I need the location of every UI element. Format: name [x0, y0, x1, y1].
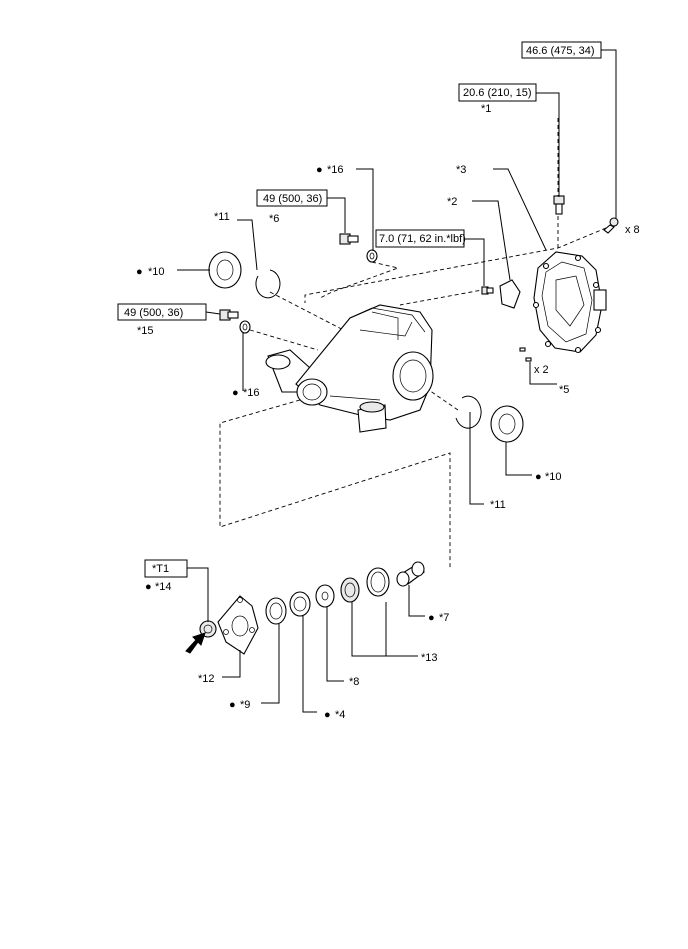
callout-labels: *1 x 8 *3 *2 ● *16 *6 *11 ● *10 *15 ● *1…	[136, 103, 640, 721]
bullet-marker: ●	[229, 699, 236, 711]
callout-label: *7	[439, 612, 449, 624]
callout-label: *13	[421, 652, 438, 664]
callout-label: *12	[198, 673, 215, 685]
torque-spec-box-1: 46.6 (475, 34)	[521, 41, 602, 59]
callout-label: *11	[214, 211, 230, 223]
torque-spec-text: 7.0 (71, 62 in.*lbf)	[379, 233, 466, 245]
torque-spec-box-2: 20.6 (210, 15)	[458, 83, 537, 102]
callout-label: *9	[240, 699, 250, 711]
torque-spec-text: 49 (500, 36)	[124, 307, 183, 319]
quantity-label: x 2	[534, 364, 549, 376]
gasket-plate	[499, 279, 521, 309]
callout-label: *16	[327, 164, 344, 176]
callout-label: *11	[490, 499, 506, 511]
bullet-marker: ●	[316, 164, 323, 176]
snap-rings	[255, 269, 482, 429]
callout-label: *15	[137, 325, 154, 337]
bullet-marker: ●	[136, 266, 143, 278]
torque-spec-box-3: 49 (500, 36)	[256, 189, 328, 207]
bullet-marker: ●	[535, 471, 542, 483]
bullet-marker: ●	[145, 581, 152, 593]
bullet-marker: ●	[428, 612, 435, 624]
callout-label: *1	[481, 103, 491, 115]
callout-label: *5	[559, 384, 569, 396]
bullet-marker: ●	[324, 709, 331, 721]
differential-carrier	[265, 304, 434, 433]
bullet-marker: ●	[232, 387, 239, 399]
callout-label: *10	[148, 266, 165, 278]
callout-label: *10	[545, 471, 562, 483]
callout-label: *6	[269, 213, 279, 225]
pinion-assembly	[185, 561, 425, 655]
carrier-cover	[532, 251, 607, 354]
torque-spec-text: 46.6 (475, 34)	[526, 45, 595, 57]
oil-seals	[208, 251, 524, 443]
callout-label: *16	[243, 387, 260, 399]
tool-box-t1: *T1	[144, 559, 188, 578]
torque-spec-box-4: 7.0 (71, 62 in.*lbf)	[375, 229, 466, 248]
callout-label: *4	[335, 709, 345, 721]
callout-label: *3	[456, 164, 466, 176]
callout-label: *2	[447, 196, 457, 208]
torque-spec-text: 20.6 (210, 15)	[463, 87, 532, 99]
callout-label: *T1	[152, 563, 169, 575]
bolts	[219, 195, 619, 362]
leader-lines	[177, 49, 617, 713]
torque-spec-text: 49 (500, 36)	[263, 193, 322, 205]
gaskets	[239, 249, 378, 334]
callout-label: *14	[155, 581, 172, 593]
quantity-label: x 8	[625, 224, 640, 236]
torque-spec-box-5: 49 (500, 36)	[117, 303, 207, 321]
callout-label: *8	[349, 676, 359, 688]
